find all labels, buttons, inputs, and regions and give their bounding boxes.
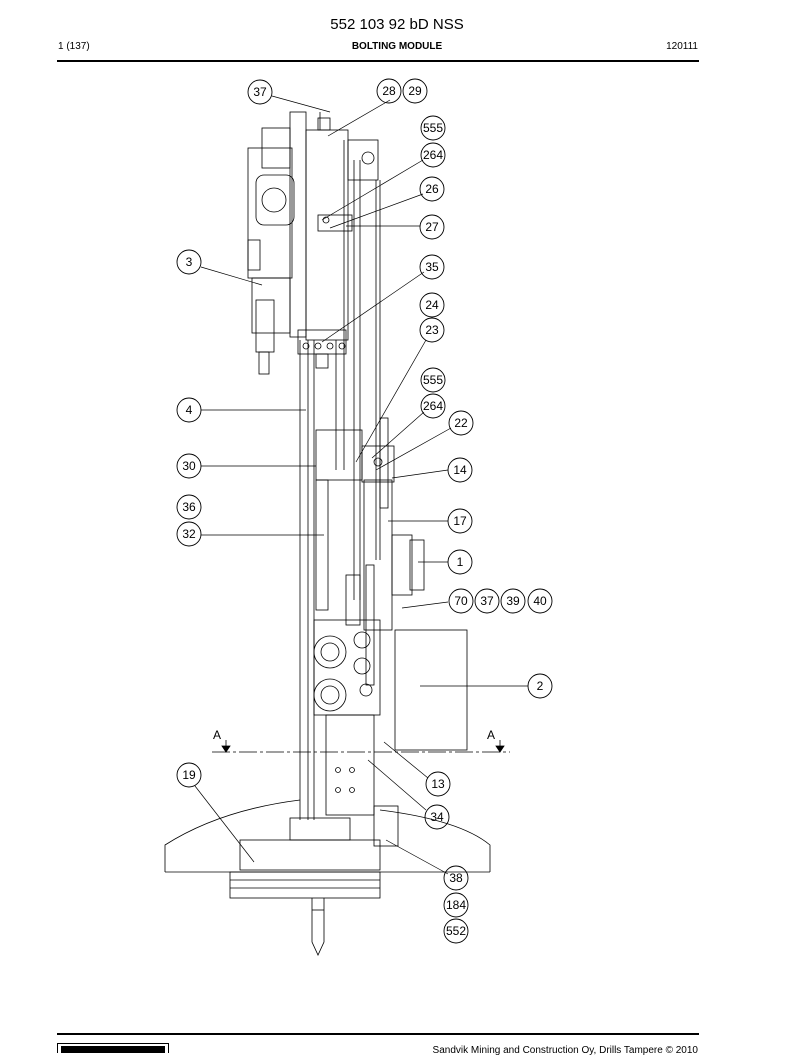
callout-4 <box>176 397 202 423</box>
callout-23 <box>419 317 445 343</box>
callout-label: 30 <box>182 459 196 473</box>
callout-37a <box>247 79 273 105</box>
callout-35 <box>419 254 445 280</box>
callout-37b <box>474 588 500 614</box>
document-date: 120111 <box>666 41 698 52</box>
clamp-blocks <box>297 214 395 509</box>
callout-27 <box>419 214 445 240</box>
callout-label: 19 <box>182 768 196 782</box>
page-number: 1 (137) <box>58 41 90 52</box>
callout-label: 29 <box>408 84 422 98</box>
callout-label: 35 <box>425 260 439 274</box>
callout-19 <box>176 762 202 788</box>
callout-label: 264 <box>423 148 443 162</box>
callout-label: 552 <box>446 924 466 938</box>
main-housing <box>313 619 468 847</box>
footer-copyright: Sandvik Mining and Construction Oy, Dril… <box>432 1045 698 1056</box>
callout-264a <box>420 142 446 168</box>
callout-30 <box>176 453 202 479</box>
callout-39 <box>500 588 526 614</box>
callout-555a <box>420 115 446 141</box>
callout-label: 4 <box>186 403 193 417</box>
callout-label: 70 <box>454 594 468 608</box>
callout-label: 39 <box>506 594 520 608</box>
callout-1 <box>447 549 473 575</box>
section-mark-left: A <box>213 728 221 742</box>
callout-26 <box>419 176 445 202</box>
callout-36 <box>176 494 202 520</box>
callout-label: 3 <box>186 255 193 269</box>
header-rule <box>57 60 699 62</box>
callout-label: 27 <box>425 220 439 234</box>
callout-552 <box>443 918 469 944</box>
callout-label: 38 <box>449 871 463 885</box>
callout-label: 37 <box>480 594 494 608</box>
motor-unit <box>247 127 295 375</box>
callout-label: 22 <box>454 416 468 430</box>
callout-2 <box>527 673 553 699</box>
brand-logo <box>57 1043 169 1053</box>
callout-label: 555 <box>423 373 443 387</box>
callout-label: 24 <box>425 298 439 312</box>
callout-label: 264 <box>423 399 443 413</box>
callout-label: 32 <box>182 527 196 541</box>
callout-184 <box>443 892 469 918</box>
callout-28 <box>376 78 402 104</box>
callout-label: 34 <box>430 810 444 824</box>
callout-label: 1 <box>457 555 464 569</box>
feed-slide <box>315 479 425 686</box>
callout-555b <box>420 367 446 393</box>
callout-label: 14 <box>453 463 467 477</box>
footer-rule <box>57 1033 699 1035</box>
callout-label: 184 <box>446 898 466 912</box>
callout-32 <box>176 521 202 547</box>
callout-label: 37 <box>253 85 267 99</box>
document-code: 552 103 92 bD NSS <box>330 16 464 33</box>
callout-3 <box>176 249 202 275</box>
callout-label: 23 <box>425 323 439 337</box>
callout-label: 26 <box>425 182 439 196</box>
callout-264b <box>420 393 446 419</box>
section-line <box>212 740 510 753</box>
page-title: BOLTING MODULE <box>351 41 443 52</box>
callout-17 <box>447 508 473 534</box>
callout-34 <box>424 804 450 830</box>
callout-label: 2 <box>537 679 544 693</box>
callout-70 <box>448 588 474 614</box>
callout-label: 28 <box>382 84 396 98</box>
callout-label: 13 <box>431 777 445 791</box>
callout-label: 555 <box>423 121 443 135</box>
callout-label: 36 <box>182 500 196 514</box>
mast-frame <box>289 111 381 820</box>
leader-lines <box>194 95 528 875</box>
callout-14 <box>447 457 473 483</box>
callout-22 <box>448 410 474 436</box>
callout-38 <box>443 865 469 891</box>
callout-label: 40 <box>533 594 547 608</box>
callout-40 <box>527 588 553 614</box>
base-plate <box>164 799 491 956</box>
callout-balloons: 37 28 29 555 264 26 27 3 35 24 23 555 26… <box>176 78 553 944</box>
callout-13 <box>425 771 451 797</box>
callout-label: 17 <box>453 514 467 528</box>
section-mark-right: A <box>487 728 495 742</box>
callout-29 <box>402 78 428 104</box>
callout-24 <box>419 292 445 318</box>
